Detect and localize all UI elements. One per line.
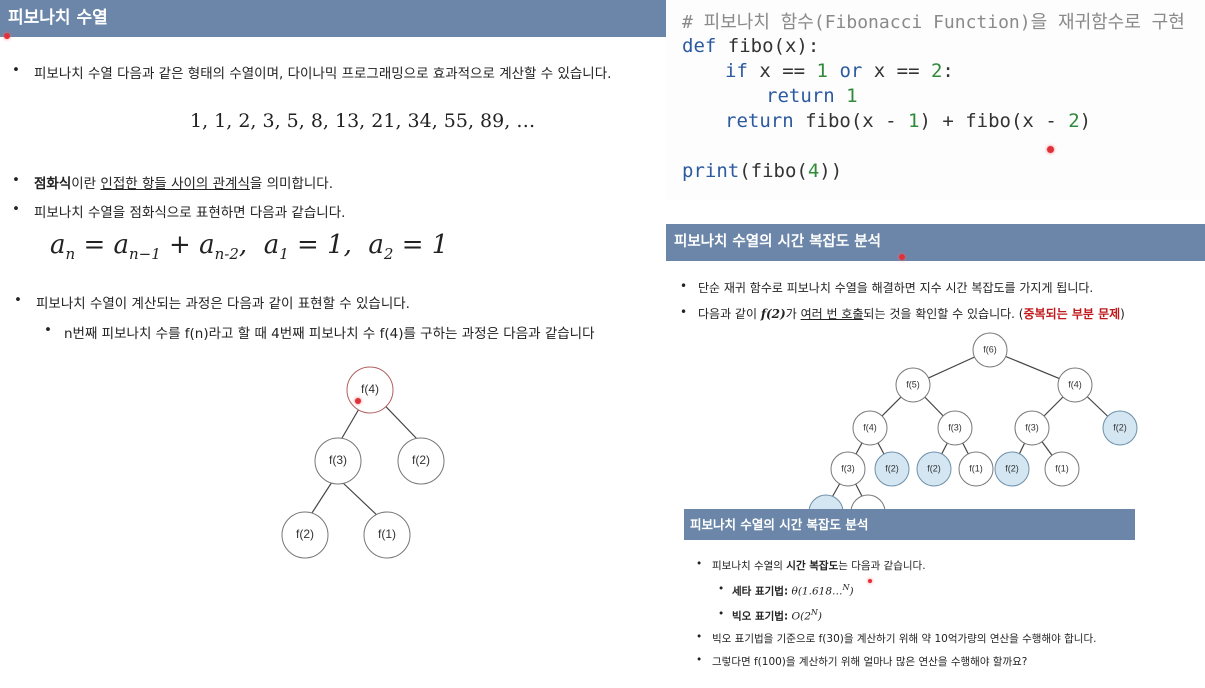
tree-node-f1: f(1)	[363, 511, 411, 559]
bigo-notation: •빅오 표기법: O(2N)	[718, 608, 823, 623]
code-line-if: if x == 1 or x == 2:	[725, 60, 954, 82]
left-bullet-4: •피보나치 수열이 계산되는 과정은 다음과 같이 표현할 수 있습니다.	[14, 292, 410, 312]
code-comment: # 피보나치 함수(Fibonacci Function)을 재귀함수로 구현	[682, 12, 1185, 33]
tree-node-f3: f(3)	[1014, 410, 1050, 446]
tree-node-f3: f(3)	[937, 410, 973, 446]
svg-text:f(2): f(2)	[1113, 422, 1127, 432]
tree-node-f2: f(2)	[397, 437, 445, 485]
left-bullet-1: •피보나치 수열 다음과 같은 형태의 수열이며, 다이나믹 프로그래밍으로 효…	[12, 62, 612, 82]
svg-text:f(3): f(3)	[948, 422, 962, 432]
svg-text:f(5): f(5)	[906, 379, 920, 389]
theta-notation: •세타 표기법: θ(1.618…N)	[718, 583, 854, 598]
tree-node-f2-repeated: f(2)	[874, 451, 910, 487]
right-recursion-tree: f(6) f(5) f(4) f(4) f(3) f(3) f(2) f(3) …	[808, 332, 1138, 518]
left-sub-bullet: n번째 피보나치 수를 f(n)라고 할 때 4번째 피보나치 수 f(4)를 …	[64, 326, 595, 342]
code-line-def: def fibo(x):	[682, 35, 820, 57]
right-bullet-1: •단순 재귀 함수로 피보나치 수열을 해결하면 지수 시간 복잡도를 가지게 …	[680, 279, 1094, 295]
svg-text:f(1): f(1)	[1055, 463, 1069, 473]
svg-text:f(4): f(4)	[361, 382, 379, 396]
svg-text:f(1): f(1)	[969, 463, 983, 473]
tree-node-f4: f(4)	[346, 366, 394, 414]
right2-bullet-3: •그렇다면 f(100)을 계산하기 위해 얼마나 많은 연산을 수행해야 할까…	[696, 654, 1028, 668]
tree-node-f2: f(2)	[281, 511, 329, 559]
complexity-bullet: •피보나치 수열의 시간 복잡도는 다음과 같습니다.	[696, 558, 926, 572]
right-section-title-2: 피보나치 수열의 시간 복잡도 분석	[684, 509, 1135, 540]
tree-node-f5: f(5)	[895, 367, 931, 403]
recurrence-formula: an = an−1 + an-2, a1 = 1, a2 = 1	[50, 230, 449, 264]
svg-text:f(2): f(2)	[885, 463, 899, 473]
laser-pointer-dot	[4, 33, 10, 39]
svg-text:f(4): f(4)	[863, 422, 877, 432]
code-panel: # 피보나치 함수(Fibonacci Function)을 재귀함수로 구현 …	[666, 0, 1205, 200]
laser-pointer-dot	[1047, 146, 1054, 153]
tree-node-f2-repeated: f(2)	[1102, 410, 1138, 446]
code-line-print: print(fibo(4))	[682, 160, 843, 182]
code-line-return2: return fibo(x - 1) + fibo(x - 2)	[725, 110, 1092, 132]
tree-node-f1: f(1)	[958, 451, 994, 487]
tree-node-f2-repeated: f(2)	[994, 451, 1030, 487]
left-recursion-tree: f(4) f(3) f(2) f(2) f(1)	[281, 366, 445, 559]
tree-node-f1: f(1)	[1044, 451, 1080, 487]
tree-node-f6: f(6)	[972, 332, 1008, 368]
svg-text:f(1): f(1)	[378, 527, 396, 541]
tree-node-f4: f(4)	[1057, 367, 1093, 403]
right-bullet-2: •다음과 같이 f(2)가 여러 번 호출되는 것을 확인할 수 있습니다. (…	[680, 305, 1125, 321]
tree-node-f3: f(3)	[314, 437, 362, 485]
laser-pointer-dot	[868, 579, 872, 583]
tree-node-f2-repeated: f(2)	[916, 451, 952, 487]
svg-text:f(2): f(2)	[296, 527, 314, 541]
svg-text:f(3): f(3)	[1025, 422, 1039, 432]
right-section-title-1: 피보나치 수열의 시간 복잡도 분석	[666, 224, 1205, 261]
left-bullet-3: •피보나치 수열을 점화식으로 표현하면 다음과 같습니다.	[12, 201, 346, 221]
fibonacci-sequence: 1, 1, 2, 3, 5, 8, 13, 21, 34, 55, 89, …	[190, 110, 536, 132]
tree-node-f4: f(4)	[852, 410, 888, 446]
svg-text:f(6): f(6)	[983, 344, 997, 354]
right-slide-2: 피보나치 수열의 시간 복잡도 분석 •피보나치 수열의 시간 복잡도는 다음과…	[684, 509, 1135, 688]
svg-text:f(2): f(2)	[412, 453, 430, 467]
laser-pointer-dot	[355, 398, 361, 404]
left-section-title: 피보나치 수열	[0, 0, 666, 37]
svg-text:f(4): f(4)	[1068, 379, 1082, 389]
right2-bullet-2: •빅오 표기법을 기준으로 f(30)을 계산하기 위해 약 10억가량의 연산…	[696, 631, 1097, 645]
svg-text:f(3): f(3)	[841, 463, 855, 473]
left-sub-bullet-dot: •	[44, 322, 52, 338]
svg-text:f(2): f(2)	[927, 463, 941, 473]
left-bullet-2: •점화식이란 인접한 항들 사이의 관계식을 의미합니다.	[12, 172, 334, 192]
svg-text:f(2): f(2)	[1005, 463, 1019, 473]
tree-edge	[309, 481, 333, 517]
tree-node-f3: f(3)	[830, 451, 866, 487]
code-line-return1: return 1	[766, 85, 858, 107]
laser-pointer-dot	[899, 254, 905, 260]
tree-edge	[341, 481, 381, 519]
svg-text:f(3): f(3)	[329, 453, 347, 467]
